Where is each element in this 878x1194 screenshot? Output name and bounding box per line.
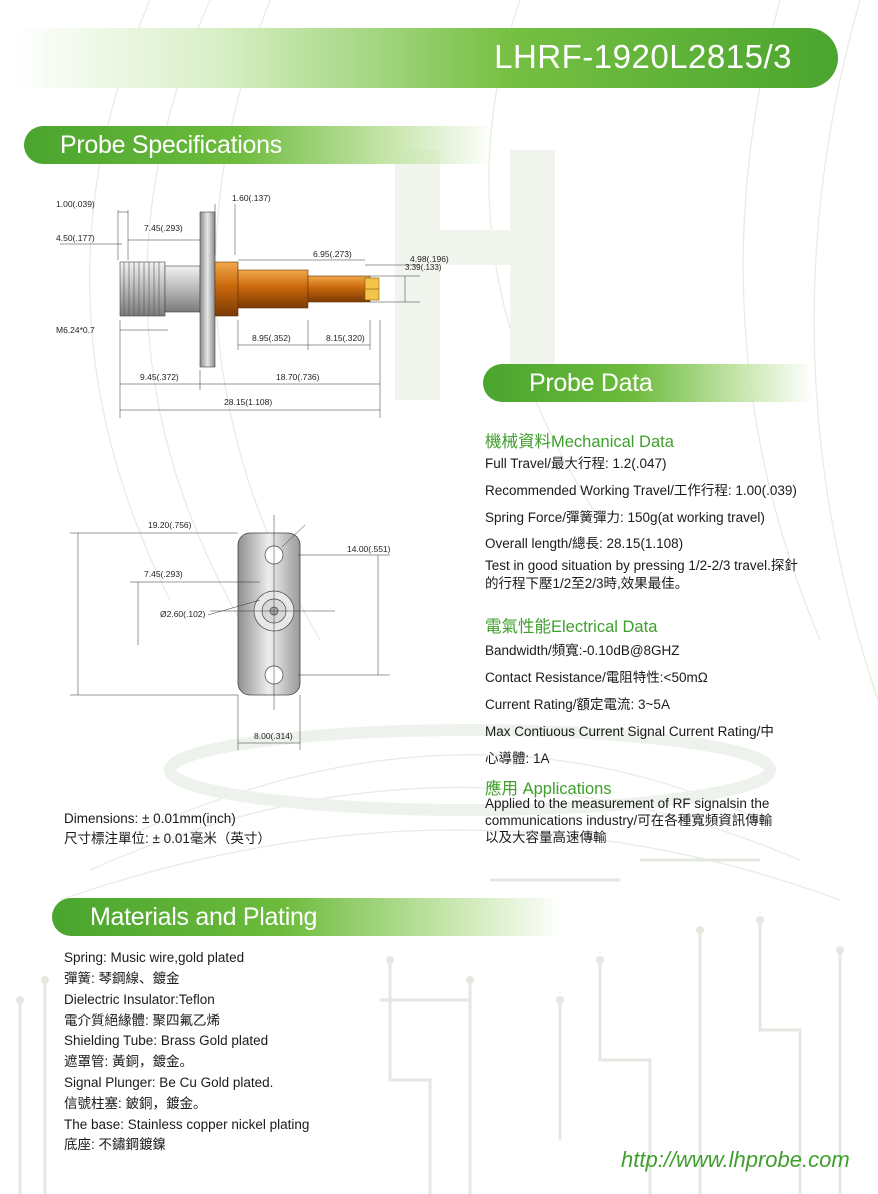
section-banner-materials: Materials and Plating [52,898,562,936]
mech-line: Spring Force/彈簧彈力: 150g(at working trave… [485,510,765,525]
material-line: Spring: Music wire,gold plated [64,950,245,965]
dim-d7: 3.39(.133) [405,263,442,272]
dim-d2: 1.60(.137) [232,193,271,203]
dim-d13: 28.15(1.108) [224,397,272,407]
material-line: 彈簧: 琴鋼線、鍍金 [64,971,180,986]
elec-line: Current Rating/額定電流: 3~5A [485,697,670,712]
app-line: Applied to the measurement of RF signals… [485,796,770,811]
title-banner: LHRF-1920L2815/3 [14,28,838,88]
dim-width: 19.20(.756) [148,520,192,530]
elec-line: Max Contiuous Current Signal Current Rat… [485,724,774,739]
dim-d4: 4.50(.177) [56,233,95,243]
dim-d6: 4.98(.196) [410,254,449,264]
section-banner-probe-data: Probe Data [483,364,813,402]
mech-line: Overall length/總長: 28.15(1.108) [485,536,684,551]
section-title-materials: Materials and Plating [90,903,318,931]
website-link[interactable]: http://www.lhprobe.com [621,1147,850,1172]
probe-side-drawing: 1.00(.039) 1.60(.137) 7.45(.293) 4.50(.1… [56,193,449,418]
mech-line: Full Travel/最大行程: 1.2(.047) [485,456,667,471]
elec-line: 心導體: 1A [485,751,550,766]
dim-base: 8.00(.314) [254,731,293,741]
page-title: LHRF-1920L2815/3 [494,38,792,75]
app-line: communications industry/可在各種寬頻資訊傳輸 [485,813,773,828]
material-line: 遮罩管: 黃銅，鍍金。 [64,1054,194,1069]
mech-line: 的行程下壓1/2至2/3時,效果最佳。 [485,576,689,591]
dimensions-note-en: Dimensions: ± 0.01mm(inch) [64,811,236,826]
dim-d12: 18.70(.736) [276,372,320,382]
electrical-heading: 電氣性能Electrical Data [485,618,658,636]
material-line: 信號柱塞: 鈹銅，鍍金。 [64,1096,207,1111]
dim-d8: M6.24*0.7 [56,325,95,335]
dim-height: 14.00(.551) [347,544,391,554]
material-line: Dielectric Insulator:Teflon [64,992,215,1007]
section-title-probe-specs: Probe Specifications [60,131,282,159]
probe-front-drawing: 19.20(.756) 14.00(.551) 7.45(.293) Ø2.60… [70,515,391,750]
material-line: 底座: 不鏽鋼鍍鎳 [64,1137,167,1152]
material-line: Signal Plunger: Be Cu Gold plated. [64,1075,274,1090]
section-banner-probe-specs: Probe Specifications [24,126,494,164]
material-line: Shielding Tube: Brass Gold plated [64,1033,269,1048]
elec-line: Contact Resistance/電阻特性:<50mΩ [485,670,708,685]
dimensions-note-cn: 尺寸標注單位: ± 0.01毫米（英寸） [64,831,271,846]
mech-line: Test in good situation by pressing 1/2-2… [485,558,798,573]
material-line: The base: Stainless copper nickel platin… [64,1117,310,1132]
dim-d11: 9.45(.372) [140,372,179,382]
dim-d5: 6.95(.273) [313,249,352,259]
app-line: 以及大容量高速傳輸 [485,830,607,845]
mechanical-heading: 機械資料Mechanical Data [485,433,674,451]
applications-heading: 應用 Applications [485,780,612,798]
dim-d3: 7.45(.293) [144,223,183,233]
dim-d10: 8.15(.320) [326,333,365,343]
material-line: 電介質絕緣體: 聚四氟乙烯 [64,1013,221,1028]
section-title-probe-data: Probe Data [529,369,653,397]
dim-d9: 8.95(.352) [252,333,291,343]
mech-line: Recommended Working Travel/工作行程: 1.00(.0… [485,483,797,498]
elec-line: Bandwidth/頻寬:-0.10dB@8GHZ [485,643,680,658]
dim-half: 7.45(.293) [144,569,183,579]
dim-hole: Ø2.60(.102) [160,609,206,619]
dim-d1: 1.00(.039) [56,199,95,209]
